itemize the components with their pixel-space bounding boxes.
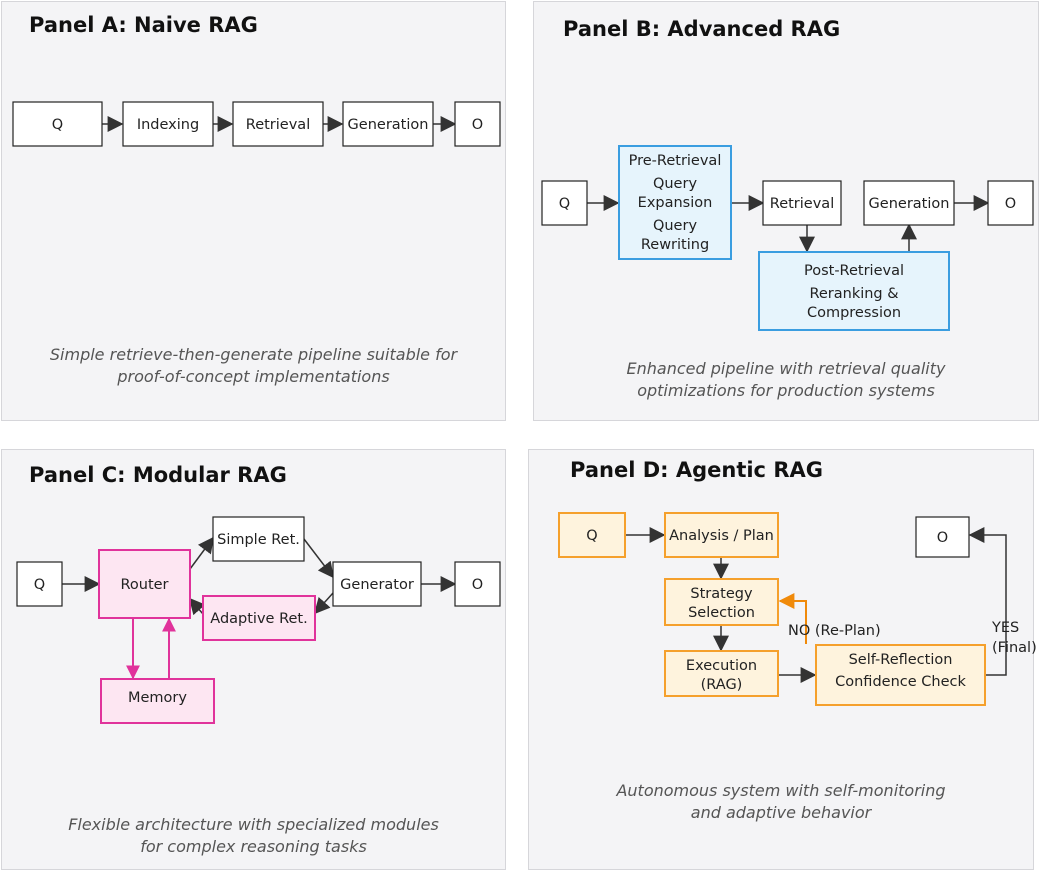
panel-d-diagram: Q Analysis / Plan Strategy Selection Exe…	[558, 512, 1037, 706]
node-label: Expansion	[638, 195, 713, 211]
node-generation: Generation	[342, 101, 434, 147]
node-strategy-selection: Strategy Selection	[664, 578, 779, 626]
panel-a-caption: Simple retrieve-then-generate pipeline s…	[1, 344, 506, 388]
node-label: Selection	[688, 605, 755, 621]
node-o: O	[454, 101, 501, 147]
node-indexing: Indexing	[122, 101, 214, 147]
node-label: O	[1005, 196, 1016, 212]
node-label: Self-Reflection	[849, 652, 953, 668]
node-label: Router	[120, 577, 168, 593]
node-o: O	[454, 561, 501, 607]
node-label: Query	[653, 176, 697, 192]
node-q: Q	[12, 101, 103, 147]
caption-line: Enhanced pipeline with retrieval quality	[626, 359, 946, 378]
node-router: Router	[98, 549, 191, 619]
panel-d-caption: Autonomous system with self-monitoring a…	[528, 780, 1034, 824]
node-label: Q	[559, 196, 570, 212]
node-retrieval: Retrieval	[762, 180, 842, 226]
caption-line: for complex reasoning tasks	[140, 837, 367, 856]
node-label: Compression	[807, 305, 901, 321]
node-label: Q	[34, 577, 45, 593]
node-label: Analysis / Plan	[669, 528, 774, 544]
node-label: O	[472, 577, 483, 593]
node-memory: Memory	[100, 678, 215, 724]
node-self-reflection: Self-Reflection Confidence Check	[815, 644, 986, 706]
edge-reflection-strategy-no	[778, 593, 807, 644]
node-label: Rewriting	[641, 237, 709, 253]
edge-simple-generator	[303, 538, 334, 579]
node-label: Query	[653, 218, 697, 234]
edge-label-no: NO (Re-Plan)	[788, 623, 881, 639]
edge-generator-adaptive	[313, 592, 334, 615]
caption-line: optimizations for production systems	[637, 381, 935, 400]
edge-router-simple	[189, 536, 214, 570]
node-label: Confidence Check	[835, 674, 966, 690]
node-label: Simple Ret.	[217, 532, 300, 548]
node-label: (RAG)	[701, 677, 743, 693]
panel-c-title: Panel C: Modular RAG	[29, 463, 287, 487]
panel-b-title: Panel B: Advanced RAG	[563, 17, 841, 41]
edge-reflection-o-yes	[968, 527, 1007, 676]
node-label: Retrieval	[246, 117, 310, 133]
node-label: Indexing	[137, 117, 199, 133]
panel-a	[1, 1, 506, 421]
node-o: O	[915, 516, 970, 558]
edge-label-yes: YES	[991, 620, 1019, 636]
caption-line: proof-of-concept implementations	[117, 367, 390, 386]
node-post-retrieval: Post-Retrieval Reranking & Compression	[758, 251, 950, 331]
node-generator: Generator	[332, 561, 422, 607]
node-generation: Generation	[863, 180, 955, 226]
panel-a-title: Panel A: Naive RAG	[29, 13, 258, 37]
node-adaptive-ret: Adaptive Ret.	[202, 595, 316, 641]
node-q: Q	[541, 180, 588, 226]
node-label: Pre-Retrieval	[629, 153, 722, 169]
panel-b-diagram: Q Pre-Retrieval Query Expansion Query Re…	[541, 145, 1034, 331]
node-analysis-plan: Analysis / Plan	[664, 512, 779, 558]
panel-c-diagram: Q Router Simple Ret. Adaptive Ret. Gener…	[16, 516, 501, 724]
caption-line: Flexible architecture with specialized m…	[68, 815, 439, 834]
panel-c-caption: Flexible architecture with specialized m…	[1, 814, 506, 858]
panel-b-caption: Enhanced pipeline with retrieval quality…	[533, 358, 1039, 402]
node-q: Q	[16, 561, 63, 607]
node-label: Retrieval	[770, 196, 834, 212]
panel-d-title: Panel D: Agentic RAG	[570, 458, 823, 482]
node-label: Q	[52, 117, 63, 133]
node-label: Generation	[348, 117, 429, 133]
node-label: O	[472, 117, 483, 133]
caption-line: and adaptive behavior	[690, 803, 872, 822]
node-retrieval: Retrieval	[232, 101, 324, 147]
node-label: Execution	[686, 658, 757, 674]
node-q: Q	[558, 512, 626, 558]
edge-label-yes: (Final)	[992, 640, 1037, 656]
node-label: Post-Retrieval	[804, 263, 904, 279]
node-label: Q	[586, 528, 597, 544]
node-label: Strategy	[690, 586, 753, 602]
edge-adaptive-router	[188, 597, 206, 616]
node-label: Memory	[128, 690, 187, 706]
node-label: Adaptive Ret.	[210, 611, 307, 627]
node-execution: Execution (RAG)	[664, 650, 779, 697]
node-label: O	[937, 530, 948, 546]
caption-line: Autonomous system with self-monitoring	[616, 781, 946, 800]
node-label: Generator	[340, 577, 414, 593]
node-simple-ret: Simple Ret.	[212, 516, 305, 562]
panel-a-diagram: Q Indexing Retrieval Generation O	[12, 101, 501, 147]
node-pre-retrieval: Pre-Retrieval Query Expansion Query Rewr…	[618, 145, 732, 260]
caption-line: Simple retrieve-then-generate pipeline s…	[49, 345, 458, 364]
node-label: Reranking &	[809, 286, 898, 302]
node-o: O	[987, 180, 1034, 226]
node-label: Generation	[869, 196, 950, 212]
